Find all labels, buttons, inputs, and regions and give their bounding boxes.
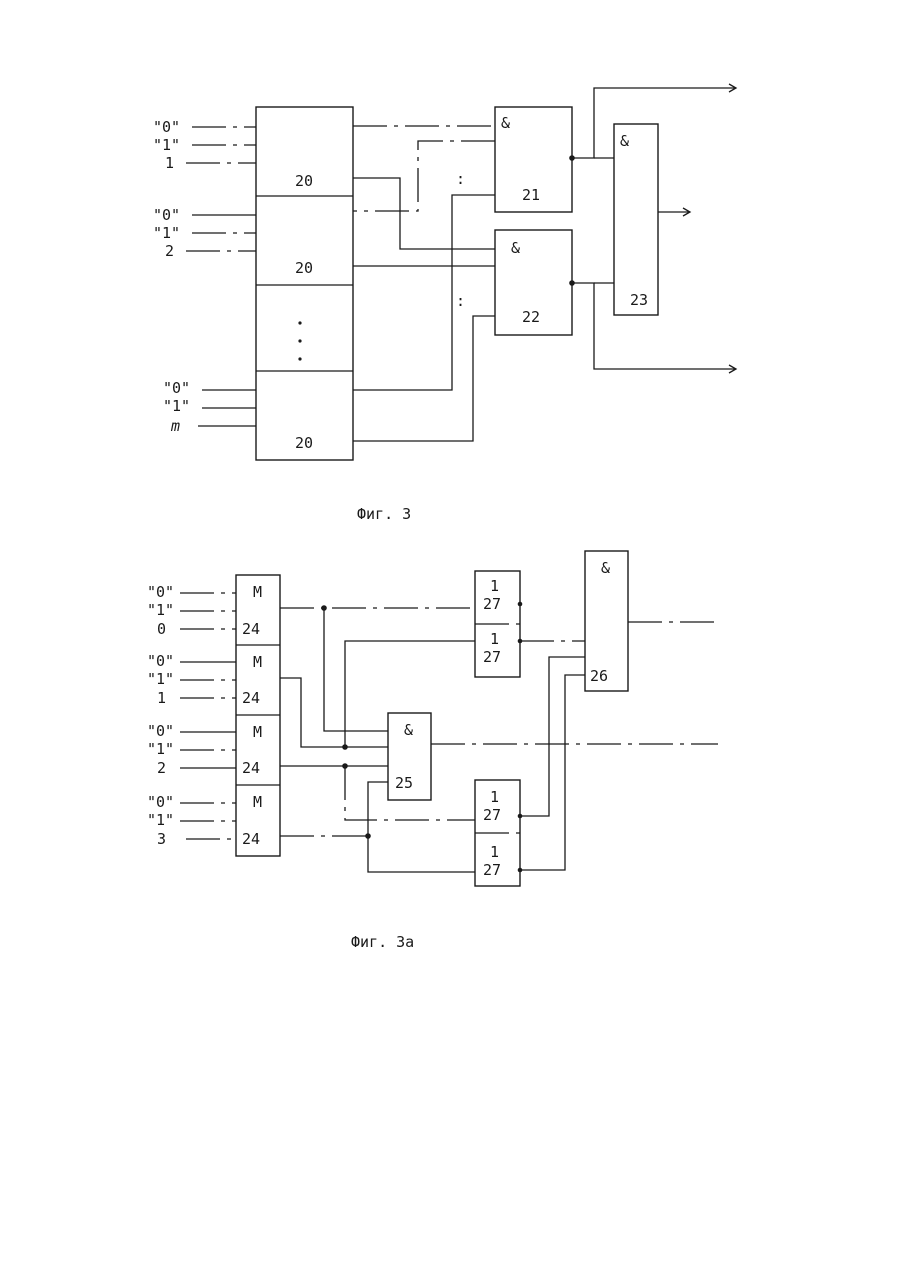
input-lines-fig3 [186, 127, 256, 426]
or-symbol: 1 [490, 630, 499, 648]
gate-27-number: 27 [483, 806, 501, 824]
cell-m-label: M [253, 793, 262, 811]
input-label-index-1: 1 [157, 689, 166, 707]
input-label-index-2: 2 [157, 759, 166, 777]
input-label-1-group-m: "1" [163, 397, 190, 415]
and-symbol: & [601, 559, 610, 577]
input-label-0-row1: "0" [147, 652, 174, 670]
ellipsis-dot [298, 339, 301, 342]
input-label-1-row1: "1" [147, 670, 174, 688]
block-20-stack: 20 20 20 [256, 107, 353, 460]
and-gate-25: & 25 [388, 713, 431, 800]
continuation-colon: : [456, 170, 465, 188]
input-label-index-m: m [170, 417, 180, 435]
figure-3a-caption: Фиг. 3а [351, 933, 414, 951]
cell-24-number: 24 [242, 830, 260, 848]
and-symbol: & [620, 132, 629, 150]
or-symbol: 1 [490, 843, 499, 861]
block-20-label-2: 20 [295, 259, 313, 277]
input-label-0-group2: "0" [153, 206, 180, 224]
input-label-0-group1: "0" [153, 118, 180, 136]
input-label-0-row3: "0" [147, 793, 174, 811]
and-gate-21: & 21 [495, 107, 572, 212]
input-label-1-row0: "1" [147, 601, 174, 619]
input-label-1-group2: "1" [153, 224, 180, 242]
cell-24-number: 24 [242, 620, 260, 638]
gate-26-number: 26 [590, 667, 608, 685]
or-gate-pair-27-bottom: 1 27 1 27 [475, 780, 520, 886]
gate-25-number: 25 [395, 774, 413, 792]
input-label-0-row0: "0" [147, 583, 174, 601]
block-20-label-m: 20 [295, 434, 313, 452]
cell-m-label: M [253, 583, 262, 601]
or-symbol: 1 [490, 577, 499, 595]
cell-24-number: 24 [242, 759, 260, 777]
cell-24-number: 24 [242, 689, 260, 707]
continuation-colon: : [456, 292, 465, 310]
and-gate-22: & 22 [495, 230, 572, 335]
and-symbol: & [404, 721, 413, 739]
input-label-index-0: 0 [157, 620, 166, 638]
gate-27-number: 27 [483, 861, 501, 879]
gate-27-number: 27 [483, 595, 501, 613]
memory-cell-stack-24: M 24 M 24 M 24 M 24 [236, 575, 280, 856]
and-symbol: & [501, 114, 510, 132]
input-label-1-row2: "1" [147, 740, 174, 758]
and-gate-23: & 23 [614, 124, 658, 315]
gate-21-number: 21 [522, 186, 540, 204]
gate-27-number: 27 [483, 648, 501, 666]
input-lines-fig3a [180, 593, 236, 839]
input-label-0-group-m: "0" [163, 379, 190, 397]
input-label-index-3: 3 [157, 830, 166, 848]
input-label-1-group1: "1" [153, 136, 180, 154]
and-symbol: & [511, 239, 520, 257]
figure-3a: "0" "1" 0 "0" "1" 1 "0" "1" 2 "0" "1" 3 [147, 551, 720, 951]
gate-23-number: 23 [630, 291, 648, 309]
input-label-index-2: 2 [165, 242, 174, 260]
ellipsis-dot [298, 357, 301, 360]
gate-22-number: 22 [522, 308, 540, 326]
figure-3: "0" "1" 1 "0" "1" 2 "0" "1" m 20 20 [153, 84, 736, 523]
or-gate-pair-27-top: 1 27 1 27 [475, 571, 520, 677]
figure-3-caption: Фиг. 3 [357, 505, 411, 523]
or-symbol: 1 [490, 788, 499, 806]
cell-m-label: M [253, 653, 262, 671]
block-20-label-1: 20 [295, 172, 313, 190]
cell-m-label: M [253, 723, 262, 741]
ellipsis-dot [298, 321, 301, 324]
and-gate-26: & 26 [585, 551, 628, 691]
input-label-index-1: 1 [165, 154, 174, 172]
input-label-0-row2: "0" [147, 722, 174, 740]
input-label-1-row3: "1" [147, 811, 174, 829]
